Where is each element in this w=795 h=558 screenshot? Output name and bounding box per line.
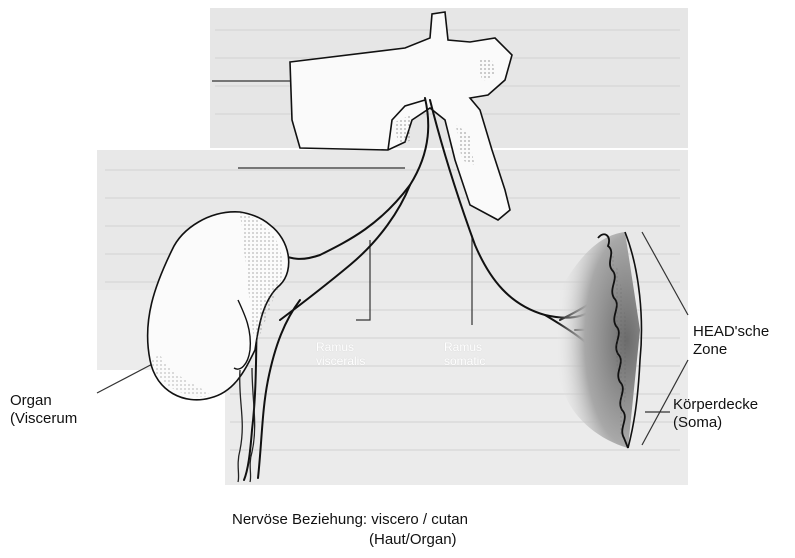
koerperdecke-label: Körperdecke (Soma) (673, 396, 758, 432)
head-zone-label: HEAD'sche Zone (693, 323, 769, 359)
head-zone-label-line2: Zone (693, 341, 769, 359)
ramus-visceralis-line2: visceralis (316, 354, 365, 368)
ramus-visceralis-line1: Ramus (316, 340, 365, 354)
koerperdecke-label-line1: Körperdecke (673, 396, 758, 414)
organ-label-line2: (Viscerum (10, 410, 77, 428)
ramus-somatic-line1: Ramus (444, 340, 485, 354)
ramus-visceralis-label: Ramus visceralis (316, 340, 365, 368)
koerperdecke-label-line2: (Soma) (673, 414, 758, 432)
figure-caption: Nervöse Beziehung: viscero / cutan (Haut… (232, 510, 552, 550)
caption-line2: (Haut/Organ) (232, 530, 552, 550)
ramus-somatic-line2: somatic (444, 354, 485, 368)
organ-label: Organ (Viscerum (10, 392, 77, 428)
caption-line1: Nervöse Beziehung: viscero / cutan (232, 510, 552, 530)
organ-label-line1: Organ (10, 392, 77, 410)
ramus-somatic-label: Ramus somatic (444, 340, 485, 368)
head-zone-label-line1: HEAD'sche (693, 323, 769, 341)
